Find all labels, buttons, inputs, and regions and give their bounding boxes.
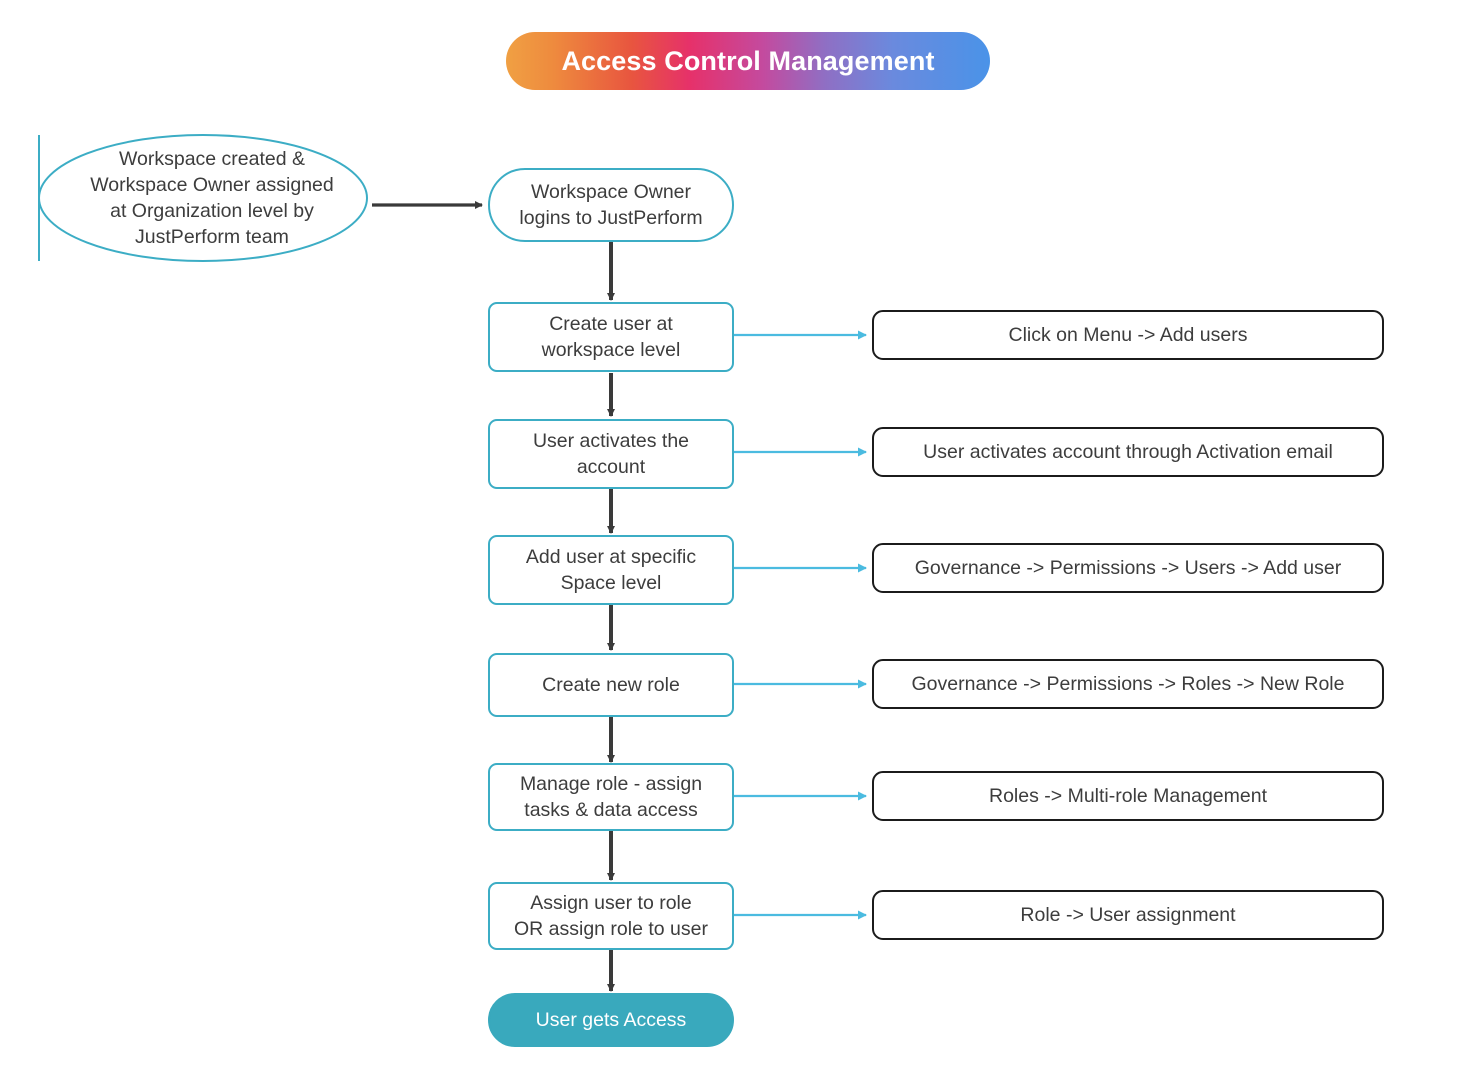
note-label: Role -> User assignment — [1020, 904, 1236, 926]
flow-node-label: Workspace Owner logins to JustPerform — [519, 181, 703, 229]
flow-node-label: User activates the account — [532, 430, 690, 478]
note-box-governance-roles-new[interactable]: Governance -> Permissions -> Roles -> Ne… — [872, 659, 1384, 709]
note-box-activation-email[interactable]: User activates account through Activatio… — [872, 427, 1384, 477]
note-box-governance-users-add[interactable]: Governance -> Permissions -> Users -> Ad… — [872, 543, 1384, 593]
note-box-add-users[interactable]: Click on Menu -> Add users — [872, 310, 1384, 360]
page-title: Access Control Management — [561, 45, 935, 76]
flow-node-create-new-role[interactable]: Create new role — [488, 653, 734, 717]
start-node-label: Workspace created & Workspace Owner assi… — [90, 148, 334, 248]
flow-node-user-activates-account[interactable]: User activates the account — [488, 419, 734, 489]
note-label: User activates account through Activatio… — [923, 441, 1333, 463]
flow-node-user-gets-access[interactable]: User gets Access — [488, 993, 734, 1047]
diagram-title-banner: Access Control Management — [506, 32, 990, 90]
flow-node-label: Create new role — [542, 674, 680, 696]
note-box-multi-role-management[interactable]: Roles -> Multi-role Management — [872, 771, 1384, 821]
flow-node-label: Manage role - assign tasks & data access — [519, 773, 703, 821]
flow-node-workspace-owner-login[interactable]: Workspace Owner logins to JustPerform — [488, 168, 734, 242]
flow-node-add-user-space-level[interactable]: Add user at specific Space level — [488, 535, 734, 605]
note-box-user-assignment[interactable]: Role -> User assignment — [872, 890, 1384, 940]
flow-node-label: User gets Access — [535, 1009, 687, 1031]
flow-node-label: Add user at specific Space level — [525, 546, 697, 594]
note-label: Governance -> Permissions -> Roles -> Ne… — [911, 673, 1345, 695]
flow-node-manage-role[interactable]: Manage role - assign tasks & data access — [488, 763, 734, 831]
note-label: Click on Menu -> Add users — [1008, 324, 1248, 346]
flow-node-label: Assign user to role OR assign role to us… — [513, 892, 708, 940]
note-label: Governance -> Permissions -> Users -> Ad… — [914, 557, 1342, 579]
flow-node-create-user[interactable]: Create user at workspace level — [488, 302, 734, 372]
flow-node-assign-user-to-role[interactable]: Assign user to role OR assign role to us… — [488, 882, 734, 950]
start-node-workspace-created: Workspace created & Workspace Owner assi… — [38, 134, 368, 262]
flow-node-label: Create user at workspace level — [541, 313, 681, 361]
note-label: Roles -> Multi-role Management — [989, 785, 1267, 807]
